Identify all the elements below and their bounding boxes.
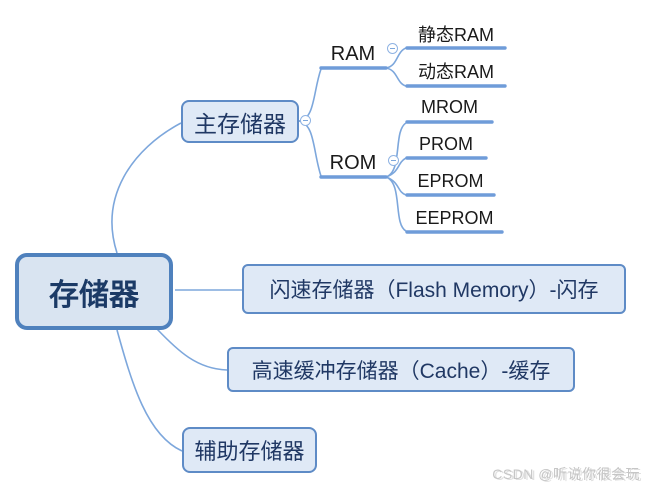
node-root[interactable]: 存储器 (15, 253, 173, 330)
connector-main-memory-to-ram (298, 68, 322, 122)
node-dynamic-ram[interactable]: 动态RAM (418, 62, 494, 82)
connector-root-to-cache (156, 328, 228, 371)
minus-icon (391, 160, 396, 161)
minus-icon (390, 48, 395, 49)
collapse-icon-rom[interactable] (388, 155, 399, 166)
node-eeprom[interactable]: EEPROM (415, 207, 494, 228)
connector-main-memory-to-rom (298, 120, 322, 177)
node-prom[interactable]: PROM (419, 133, 473, 154)
connector-rom-to-eeprom (385, 176, 407, 232)
collapse-icon-ram[interactable] (387, 43, 398, 54)
node-mrom[interactable]: MROM (421, 96, 478, 117)
node-rom[interactable]: ROM (329, 151, 377, 174)
connector-rom-to-prom (385, 157, 407, 178)
connector-root-to-auxiliary (116, 329, 183, 452)
node-auxiliary-storage[interactable]: 辅助存储器 (182, 427, 317, 473)
node-eprom[interactable]: EPROM (417, 170, 484, 191)
connector-ram-to-static-ram (385, 47, 407, 69)
node-main-memory[interactable]: 主存储器 (181, 100, 299, 143)
connector-ram-to-dynamic-ram (385, 67, 407, 87)
watermark: CSDN @听说你很会玩 (492, 466, 640, 482)
node-flash-memory[interactable]: 闪速存储器（Flash Memory）-闪存 (242, 264, 626, 314)
node-cache[interactable]: 高速缓冲存储器（Cache）-缓存 (227, 347, 575, 392)
node-static-ram[interactable]: 静态RAM (418, 25, 494, 45)
node-ram[interactable]: RAM (330, 42, 376, 65)
minus-icon (303, 120, 308, 121)
connector-root-to-main-memory (111, 122, 182, 254)
collapse-icon-main-memory[interactable] (300, 115, 311, 126)
